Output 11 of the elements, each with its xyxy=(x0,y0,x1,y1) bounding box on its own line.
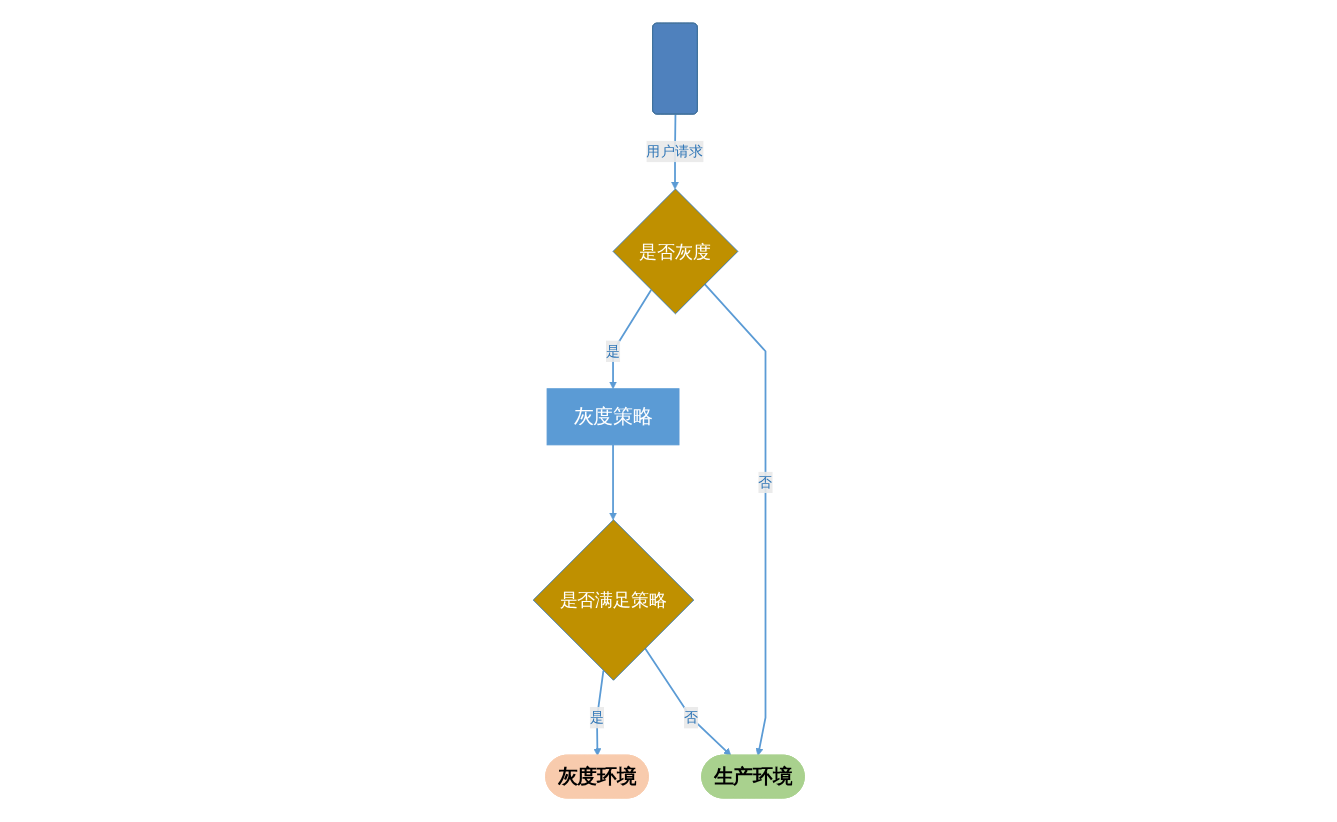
edge-label: 否 xyxy=(758,473,773,491)
node-box: 灰度策略 xyxy=(546,388,680,446)
edge-label: 是 xyxy=(605,342,620,360)
edge-label: 否 xyxy=(683,709,698,727)
arrow xyxy=(608,444,617,521)
edge-label: 是 xyxy=(589,709,604,727)
arrow xyxy=(643,647,731,757)
edge-label: 用户请求 xyxy=(646,143,704,160)
arrow xyxy=(703,283,767,757)
node-diamond: 是否灰度 xyxy=(612,188,739,315)
node-diamond: 是否满足策略 xyxy=(532,519,694,682)
